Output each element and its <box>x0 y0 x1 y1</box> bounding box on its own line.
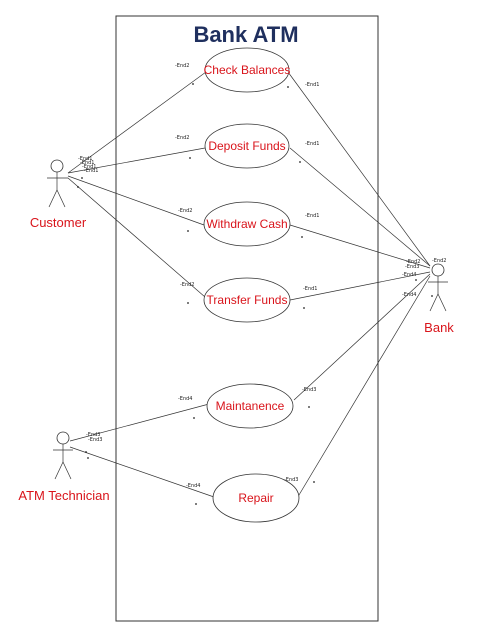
end-labels: -End2 -End1 -End2 -End1 -End2 -End1 -End… <box>78 63 447 489</box>
end-label: -End1 <box>82 164 97 170</box>
end-label: -End3 <box>405 264 420 270</box>
actor-atm-technician-label: ATM Technician <box>18 488 109 503</box>
assoc-customer-deposit-funds <box>67 147 206 174</box>
actor-atm-technician[interactable]: ATM Technician <box>18 431 110 503</box>
actor-customer[interactable]: Customer <box>30 159 87 230</box>
use-case-withdraw-cash-label: Withdraw Cash <box>206 217 287 231</box>
end-label: -End2 <box>178 208 193 214</box>
diagram-title: Bank ATM <box>193 22 298 47</box>
assoc-technician-repair <box>69 446 215 498</box>
use-case-withdraw-cash[interactable]: Withdraw Cash <box>203 201 291 247</box>
actor-bank[interactable]: Bank <box>424 263 454 335</box>
assoc-customer-transfer-funds <box>67 177 206 298</box>
end-label: -End1 <box>305 82 320 88</box>
end-label: -End3 <box>86 432 101 438</box>
use-case-deposit-funds[interactable]: Deposit Funds <box>204 123 290 169</box>
end-label: -End4 <box>402 272 417 278</box>
end-label: -End2 <box>180 282 195 288</box>
use-case-deposit-funds-label: Deposit Funds <box>208 139 285 153</box>
assoc-bank-maintanence <box>293 273 431 401</box>
end-label: -End1 <box>305 213 320 219</box>
use-case-maintanence-label: Maintanence <box>216 399 285 413</box>
end-label: -End1 <box>84 168 99 174</box>
assoc-bank-transfer-funds <box>289 271 431 301</box>
end-label: -End1 <box>303 286 318 292</box>
end-label: -End1 <box>80 160 95 166</box>
end-label: -End2 <box>175 63 190 69</box>
end-label: -End2 <box>175 135 190 141</box>
use-case-transfer-funds[interactable]: Transfer Funds <box>203 277 291 323</box>
use-case-repair-label: Repair <box>238 491 273 505</box>
end-label: -End2 <box>432 258 447 264</box>
use-case-repair[interactable]: Repair <box>212 473 300 523</box>
system-boundary <box>115 15 379 622</box>
use-case-check-balances[interactable]: Check Balances <box>204 47 291 93</box>
end-label: -End4 <box>402 292 417 298</box>
use-case-check-balances-label: Check Balances <box>204 63 291 77</box>
end-label: -End2 <box>406 259 421 265</box>
assoc-bank-repair <box>295 275 431 501</box>
use-case-transfer-funds-label: Transfer Funds <box>207 293 288 307</box>
stick-figure-icon <box>428 263 448 312</box>
assoc-customer-check-balances <box>67 71 207 174</box>
end-label: -End4 <box>178 396 193 402</box>
assoc-technician-maintanence <box>69 403 210 442</box>
stick-figure-icon <box>53 431 73 480</box>
end-label: -End3 <box>88 437 103 443</box>
end-label: -End1 <box>78 156 93 162</box>
assoc-bank-withdraw-cash <box>289 224 431 269</box>
end-label: -End1 <box>305 141 320 147</box>
actor-bank-label: Bank <box>424 320 454 335</box>
use-case-maintanence[interactable]: Maintanence <box>206 383 294 429</box>
assoc-bank-deposit-funds <box>289 147 431 267</box>
end-label: -End3 <box>302 387 317 393</box>
assoc-customer-withdraw-cash <box>67 175 205 226</box>
actor-customer-label: Customer <box>30 215 87 230</box>
assoc-bank-check-balances <box>287 71 431 267</box>
end-label: -End3 <box>284 477 299 483</box>
end-markers <box>77 83 433 505</box>
stick-figure-icon <box>47 159 68 208</box>
end-label: -End4 <box>186 483 201 489</box>
